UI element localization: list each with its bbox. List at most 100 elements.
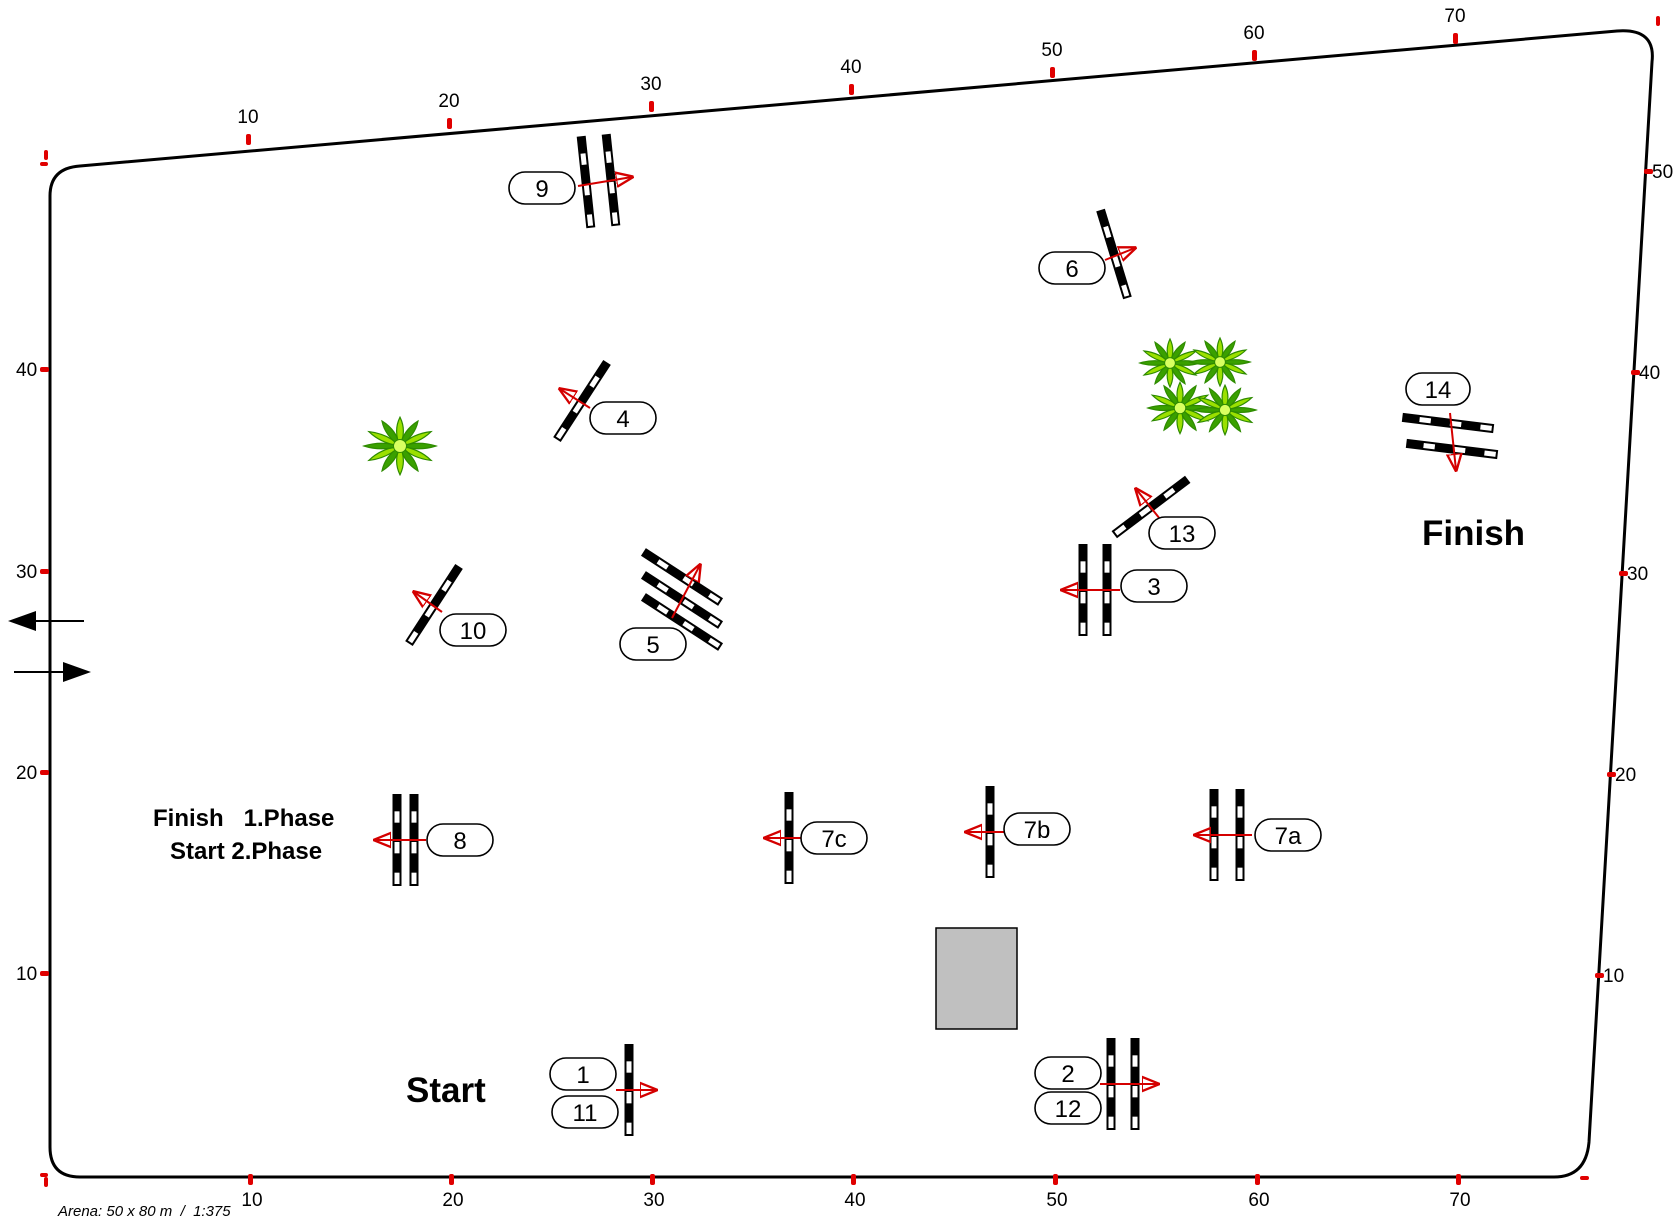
obstacle-3: 3 xyxy=(1062,544,1188,636)
right-tick-label: 50 xyxy=(1652,162,1673,183)
obstacle-number: 7b xyxy=(1024,817,1051,844)
right-tick-mark xyxy=(1631,370,1640,375)
left-tick-mark xyxy=(40,367,49,372)
grey-block xyxy=(935,927,1018,1030)
obstacle-number: 5 xyxy=(646,632,659,659)
obstacle-2-12: 212 xyxy=(1034,1038,1158,1130)
bottom-tick-mark xyxy=(248,1174,253,1185)
pole xyxy=(405,563,463,647)
start-label: Start xyxy=(406,1071,486,1110)
obstacle-label-2: 2 xyxy=(1034,1056,1102,1090)
obstacle-number: 10 xyxy=(460,618,487,645)
obstacle-label-6: 6 xyxy=(1038,251,1106,285)
obstacle-number: 4 xyxy=(616,406,629,433)
left-tick-mark xyxy=(40,770,49,775)
bottom-scale: 10 20 30 40 50 60 70 xyxy=(241,1174,1471,1211)
direction-arrow xyxy=(560,389,591,409)
arena-caption: Arena: 50 x 80 m / 1:375 xyxy=(57,1203,231,1220)
obstacle-6: 6 xyxy=(1038,208,1135,300)
top-tick-label: 10 xyxy=(237,107,258,128)
obstacle-label-9: 9 xyxy=(508,171,576,205)
obstacle-number: 2 xyxy=(1061,1061,1074,1088)
obstacle-number: 6 xyxy=(1065,256,1078,283)
plant-left xyxy=(362,415,438,477)
obstacle-number: 14 xyxy=(1425,377,1452,404)
bottom-tick-mark xyxy=(449,1174,454,1185)
top-tick-mark xyxy=(1050,67,1055,78)
obstacle-10: 10 xyxy=(405,563,507,647)
arena-boundary xyxy=(48,29,1654,1179)
right-tick-label: 30 xyxy=(1627,564,1648,585)
phase-start-label: Start 2.Phase xyxy=(170,838,322,865)
obstacle-number: 11 xyxy=(573,1100,598,1127)
bottom-tick-mark xyxy=(1053,1174,1058,1185)
pole xyxy=(553,359,611,443)
phase-finish-label: Finish 1.Phase xyxy=(153,805,334,832)
obstacle-5: 5 xyxy=(619,548,724,661)
right-tick-label: 20 xyxy=(1615,765,1636,786)
pole xyxy=(1405,438,1499,460)
obstacle-label-7b: 7b xyxy=(1003,812,1071,846)
left-tick-mark xyxy=(40,971,49,976)
left-tick-label: 10 xyxy=(16,964,37,985)
obstacle-13: 13 xyxy=(1111,475,1216,550)
bottom-tick-mark xyxy=(851,1174,856,1185)
bottom-tick-label: 70 xyxy=(1449,1190,1470,1211)
obstacle-label-14: 14 xyxy=(1405,372,1471,406)
direction-arrow xyxy=(1136,489,1161,520)
left-tick-label: 30 xyxy=(16,562,37,583)
right-scale: 10 20 30 40 50 xyxy=(1595,162,1673,987)
bottom-tick-mark xyxy=(650,1174,655,1185)
bottom-tick-label: 30 xyxy=(643,1190,664,1211)
pole xyxy=(576,135,596,229)
top-tick-mark xyxy=(1453,33,1458,44)
top-tick-label: 40 xyxy=(840,57,861,78)
top-tick-label: 50 xyxy=(1041,40,1062,61)
pole xyxy=(640,593,724,651)
obstacle-label-1: 1 xyxy=(549,1057,617,1091)
top-tick-label: 70 xyxy=(1444,6,1465,27)
bottom-tick-label: 60 xyxy=(1248,1190,1269,1211)
obstacle-4: 4 xyxy=(553,359,657,443)
left-tick-mark xyxy=(40,569,49,574)
direction-arrow xyxy=(1450,412,1456,470)
obstacle-label-11: 11 xyxy=(551,1095,619,1129)
right-tick-label: 10 xyxy=(1603,966,1624,987)
plant-cluster-4 xyxy=(1192,383,1258,437)
left-tick-label: 40 xyxy=(16,360,37,381)
direction-arrow xyxy=(414,592,443,613)
bottom-tick-label: 40 xyxy=(844,1190,865,1211)
top-tick-mark xyxy=(1252,50,1257,61)
plant-cluster-1 xyxy=(1138,337,1202,389)
bottom-tick-label: 50 xyxy=(1046,1190,1067,1211)
plant-cluster-3 xyxy=(1146,381,1214,435)
obstacle-14: 14 xyxy=(1401,372,1499,470)
bottom-tick-label: 20 xyxy=(442,1190,463,1211)
top-tick-label: 20 xyxy=(438,91,459,112)
obstacle-number: 3 xyxy=(1147,574,1160,601)
obstacle-label-7c: 7c xyxy=(800,821,868,855)
top-tick-label: 30 xyxy=(640,74,661,95)
bottom-tick-label: 10 xyxy=(241,1190,262,1211)
top-scale: 10 20 30 40 50 60 70 xyxy=(237,6,1466,145)
top-tick-mark xyxy=(246,134,251,145)
left-tick-label: 20 xyxy=(16,763,37,784)
direction-arrow xyxy=(671,565,700,619)
top-tick-mark xyxy=(649,101,654,112)
obstacle-label-7a: 7a xyxy=(1254,818,1322,852)
obstacle-7a: 7a xyxy=(1195,789,1322,881)
top-tick-label: 60 xyxy=(1243,23,1264,44)
right-tick-mark xyxy=(1644,169,1653,174)
right-tick-mark xyxy=(1595,973,1604,978)
right-tick-label: 40 xyxy=(1639,363,1660,384)
direction-arrow xyxy=(1104,248,1135,260)
right-tick-mark xyxy=(1619,571,1628,576)
obstacle-label-8: 8 xyxy=(426,823,494,857)
obstacle-8: 8 xyxy=(375,794,494,886)
obstacle-number: 8 xyxy=(453,828,466,855)
obstacle-number: 7c xyxy=(821,826,846,853)
obstacle-label-3: 3 xyxy=(1120,569,1188,603)
obstacle-number: 7a xyxy=(1275,823,1302,850)
